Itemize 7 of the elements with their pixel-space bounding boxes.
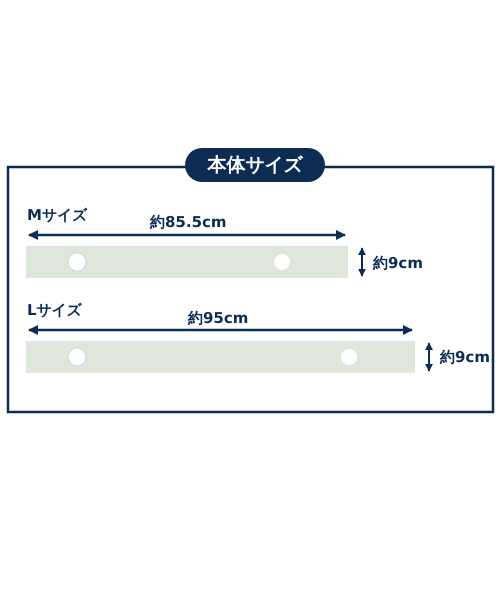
title-badge: 本体サイズ bbox=[185, 148, 325, 182]
dimension-label: 約9cm bbox=[373, 254, 423, 272]
dimension-label: 約85.5cm bbox=[150, 213, 227, 231]
dimension-label: 約95cm bbox=[188, 309, 248, 327]
size-label: Mサイズ bbox=[27, 206, 87, 224]
size-label: Lサイズ bbox=[27, 301, 82, 319]
dimension-label: 約9cm bbox=[440, 348, 490, 366]
